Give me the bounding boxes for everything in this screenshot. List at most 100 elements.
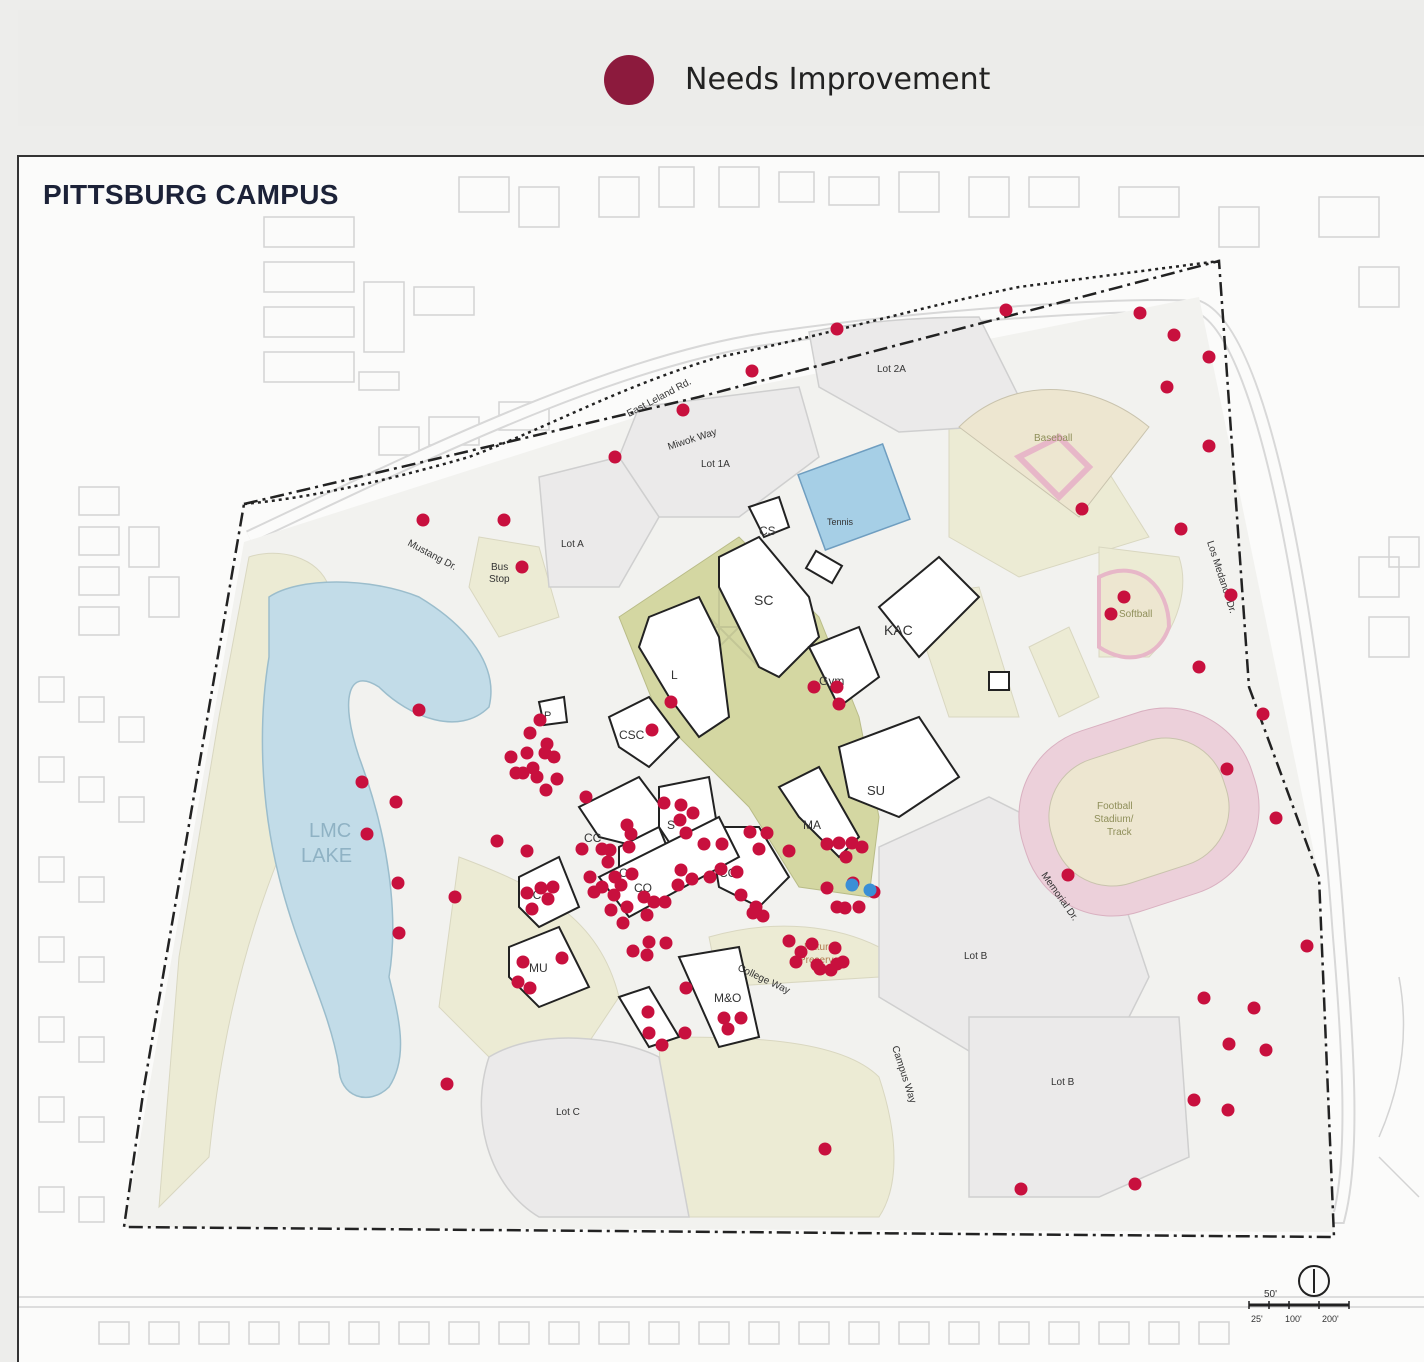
needs-improvement-marker[interactable] [550,772,564,786]
needs-improvement-marker[interactable] [497,513,511,527]
needs-improvement-marker[interactable] [845,836,859,850]
needs-improvement-marker[interactable] [637,890,651,904]
needs-improvement-marker[interactable] [579,790,593,804]
needs-improvement-marker[interactable] [525,902,539,916]
needs-improvement-marker[interactable] [626,944,640,958]
needs-improvement-marker[interactable] [1202,350,1216,364]
needs-improvement-marker[interactable] [743,825,757,839]
needs-improvement-marker[interactable] [1133,306,1147,320]
needs-improvement-marker[interactable] [674,798,688,812]
needs-improvement-marker[interactable] [575,842,589,856]
needs-improvement-marker[interactable] [760,826,774,840]
needs-improvement-marker[interactable] [448,890,462,904]
needs-improvement-marker[interactable] [1174,522,1188,536]
needs-improvement-marker[interactable] [516,766,530,780]
needs-improvement-marker[interactable] [1187,1093,1201,1107]
needs-improvement-marker[interactable] [1221,1103,1235,1117]
needs-improvement-marker[interactable] [1202,439,1216,453]
needs-improvement-marker[interactable] [717,1011,731,1025]
needs-improvement-marker[interactable] [625,867,639,881]
needs-improvement-marker[interactable] [746,906,760,920]
needs-improvement-marker[interactable] [789,955,803,969]
needs-improvement-marker[interactable] [676,403,690,417]
needs-improvement-marker[interactable] [555,951,569,965]
needs-improvement-marker[interactable] [642,1026,656,1040]
needs-improvement-marker[interactable] [1014,1182,1028,1196]
needs-improvement-marker[interactable] [752,842,766,856]
needs-improvement-marker[interactable] [490,834,504,848]
needs-improvement-marker[interactable] [416,513,430,527]
needs-improvement-marker[interactable] [604,903,618,917]
needs-improvement-marker[interactable] [520,886,534,900]
needs-improvement-marker[interactable] [855,840,869,854]
needs-improvement-marker[interactable] [852,900,866,914]
needs-improvement-marker[interactable] [1192,660,1206,674]
needs-improvement-marker[interactable] [1160,380,1174,394]
needs-improvement-marker[interactable] [392,926,406,940]
needs-improvement-marker[interactable] [1300,939,1314,953]
needs-improvement-marker[interactable] [832,697,846,711]
needs-improvement-marker[interactable] [714,862,728,876]
needs-improvement-marker[interactable] [541,892,555,906]
needs-improvement-marker[interactable] [504,750,518,764]
needs-improvement-marker[interactable] [520,844,534,858]
needs-improvement-marker[interactable] [838,901,852,915]
needs-improvement-marker[interactable] [389,795,403,809]
needs-improvement-marker[interactable] [832,836,846,850]
needs-improvement-marker[interactable] [678,1026,692,1040]
needs-improvement-marker[interactable] [1222,1037,1236,1051]
needs-improvement-marker[interactable] [721,1022,735,1036]
needs-improvement-marker[interactable] [583,870,597,884]
needs-improvement-marker[interactable] [523,981,537,995]
needs-improvement-marker[interactable] [674,863,688,877]
needs-improvement-marker[interactable] [1269,811,1283,825]
needs-improvement-marker[interactable] [673,813,687,827]
needs-improvement-marker[interactable] [730,865,744,879]
needs-improvement-marker[interactable] [734,1011,748,1025]
needs-improvement-marker[interactable] [533,713,547,727]
needs-improvement-marker[interactable] [608,450,622,464]
needs-improvement-marker[interactable] [520,746,534,760]
blue-marker[interactable] [863,883,877,897]
needs-improvement-marker[interactable] [830,680,844,694]
needs-improvement-marker[interactable] [1167,328,1181,342]
needs-improvement-marker[interactable] [1259,1043,1273,1057]
needs-improvement-marker[interactable] [824,963,838,977]
issue-markers[interactable] [355,303,1314,1196]
needs-improvement-marker[interactable] [640,908,654,922]
needs-improvement-marker[interactable] [587,885,601,899]
needs-improvement-marker[interactable] [659,936,673,950]
needs-improvement-marker[interactable] [1256,707,1270,721]
needs-improvement-marker[interactable] [1197,991,1211,1005]
needs-improvement-marker[interactable] [839,850,853,864]
needs-improvement-marker[interactable] [1247,1001,1261,1015]
needs-improvement-marker[interactable] [1075,502,1089,516]
needs-improvement-marker[interactable] [645,723,659,737]
needs-improvement-marker[interactable] [794,945,808,959]
needs-improvement-marker[interactable] [391,876,405,890]
needs-improvement-marker[interactable] [1224,588,1238,602]
needs-improvement-marker[interactable] [620,900,634,914]
needs-improvement-marker[interactable] [539,783,553,797]
needs-improvement-marker[interactable] [745,364,759,378]
needs-improvement-marker[interactable] [734,888,748,902]
needs-improvement-marker[interactable] [1220,762,1234,776]
needs-improvement-marker[interactable] [547,750,561,764]
needs-improvement-marker[interactable] [1128,1177,1142,1191]
needs-improvement-marker[interactable] [685,872,699,886]
needs-improvement-marker[interactable] [715,837,729,851]
needs-improvement-marker[interactable] [624,827,638,841]
needs-improvement-marker[interactable] [647,895,661,909]
needs-improvement-marker[interactable] [412,703,426,717]
blue-marker[interactable] [845,878,859,892]
needs-improvement-marker[interactable] [546,880,560,894]
campus-map[interactable]: LMC LAKE SC KAC CS L Gym CSC P SU MA CC … [17,155,1424,1362]
needs-improvement-marker[interactable] [658,895,672,909]
needs-improvement-marker[interactable] [511,975,525,989]
needs-improvement-marker[interactable] [608,870,622,884]
needs-improvement-marker[interactable] [679,981,693,995]
needs-improvement-marker[interactable] [515,560,529,574]
needs-improvement-marker[interactable] [1061,868,1075,882]
needs-improvement-marker[interactable] [523,726,537,740]
needs-improvement-marker[interactable] [782,934,796,948]
